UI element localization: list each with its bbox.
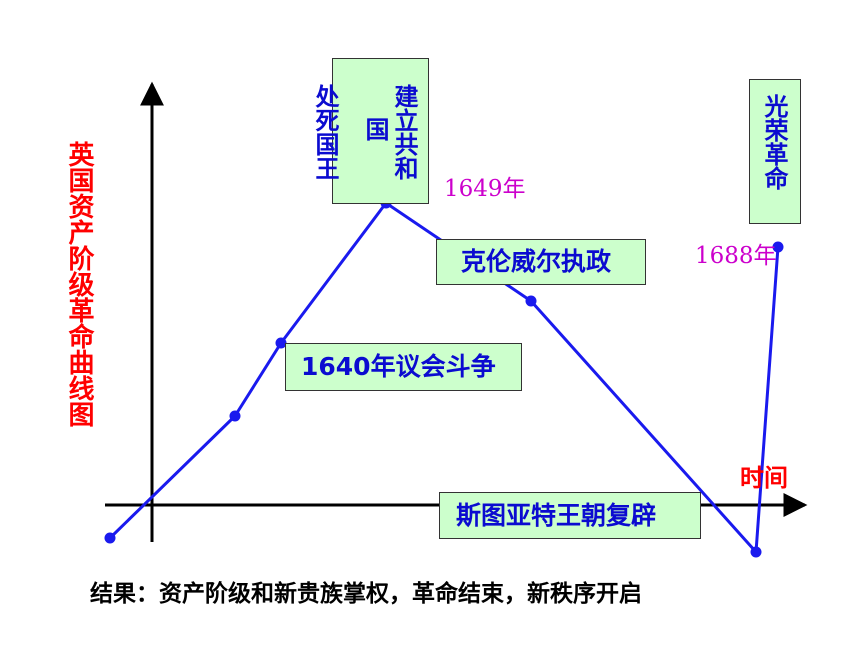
- found-republic-label-cont: 国: [361, 117, 389, 141]
- cromwell-box: [436, 239, 646, 285]
- glorious-revolution-label: 光荣革命: [760, 94, 788, 190]
- parliament-1640-label: 1640年议会斗争: [301, 352, 496, 381]
- curve-point-7: [772, 241, 784, 253]
- chart-title: 英国资产阶级革命曲线图: [64, 141, 94, 427]
- curve-point-6: [750, 546, 762, 558]
- restoration-label: 斯图亚特王朝复辟: [456, 501, 657, 530]
- execute-king-and-republic-box: [332, 58, 429, 204]
- restoration-box: [439, 492, 701, 539]
- glorious-revolution-box: [749, 79, 801, 224]
- cromwell-label: 克伦威尔执政: [461, 247, 612, 276]
- year-1688-label: 1688年: [695, 243, 777, 269]
- parliament-1640-box: [285, 343, 522, 391]
- curve-point-1: [104, 532, 116, 544]
- curve-point-2: [229, 410, 241, 422]
- result-text: 结果：资产阶级和新贵族掌权，革命结束，新秩序开启: [90, 581, 642, 607]
- execute-king-label: 处死国王: [311, 84, 339, 180]
- curve-point-3: [275, 337, 287, 349]
- curve-point-5: [525, 295, 537, 307]
- year-1649-label: 1649年: [444, 176, 526, 202]
- time-axis-label: 时间: [740, 464, 788, 492]
- found-republic-label: 建立共和: [390, 84, 418, 180]
